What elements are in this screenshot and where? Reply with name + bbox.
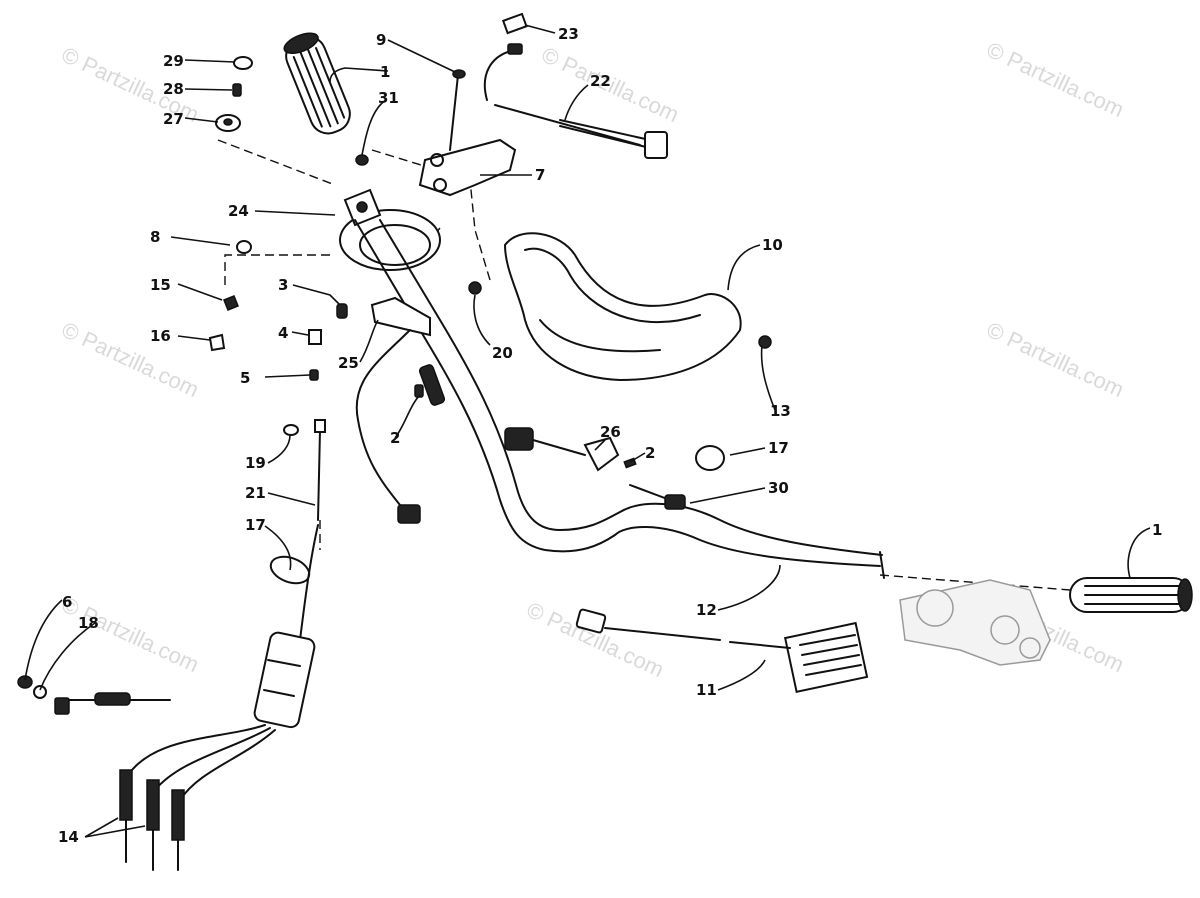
callout-16: 16	[150, 327, 171, 345]
callout-5: 5	[240, 369, 250, 387]
ghost-housing	[899, 579, 1051, 666]
small-hardware	[208, 240, 482, 381]
hand-guard	[503, 232, 772, 382]
callout-8: 8	[150, 228, 160, 246]
callout-20: 20	[492, 344, 513, 362]
callout-14: 14	[58, 828, 79, 846]
handlebar	[354, 219, 885, 579]
callout-17: 17	[245, 516, 266, 534]
switch-assembly	[504, 427, 725, 510]
brake-bracket	[418, 69, 517, 197]
bracket-and-cable	[355, 296, 431, 524]
leader-lines	[24, 24, 1151, 838]
callout-21: 21	[245, 484, 266, 502]
throttle-cable-assembly	[17, 419, 326, 871]
callout-1: 1	[380, 63, 390, 81]
callout-31: 31	[378, 89, 399, 107]
callout-1: 1	[1152, 521, 1162, 539]
callouts: 1 1 2 2 3 4 5 6 7 8 9 10 11 12 13 14 15 …	[58, 25, 1162, 846]
watermark: © Partzilla.com	[983, 317, 1128, 402]
callout-4: 4	[278, 324, 288, 342]
callout-28: 28	[163, 80, 184, 98]
callout-18: 18	[78, 614, 99, 632]
callout-9: 9	[376, 31, 386, 49]
callout-30: 30	[768, 479, 789, 497]
callout-25: 25	[338, 354, 359, 372]
callout-2: 2	[390, 429, 400, 447]
left-grip	[283, 32, 351, 135]
callout-17: 17	[768, 439, 789, 457]
callout-13: 13	[770, 402, 791, 420]
callout-23: 23	[558, 25, 579, 43]
callout-10: 10	[762, 236, 783, 254]
callout-12: 12	[696, 601, 717, 619]
heater-element	[575, 608, 869, 694]
callout-27: 27	[163, 110, 184, 128]
callout-19: 19	[245, 454, 266, 472]
callout-2: 2	[645, 444, 655, 462]
callout-11: 11	[696, 681, 717, 699]
callout-3: 3	[278, 276, 288, 294]
right-grip	[1069, 577, 1193, 613]
callout-24: 24	[228, 202, 249, 220]
callout-6: 6	[62, 593, 72, 611]
throttle-housing	[339, 154, 441, 271]
watermark: © Partzilla.com	[58, 317, 203, 402]
heater-harness	[483, 12, 668, 159]
hardware-stack	[215, 56, 253, 132]
callout-26: 26	[600, 423, 621, 441]
watermark: © Partzilla.com	[983, 37, 1128, 122]
callout-29: 29	[163, 52, 184, 70]
watermark: © Partzilla.com	[523, 597, 668, 682]
cable-ends	[119, 769, 185, 871]
callout-15: 15	[150, 276, 171, 294]
callout-22: 22	[590, 72, 611, 90]
callout-7: 7	[535, 166, 545, 184]
